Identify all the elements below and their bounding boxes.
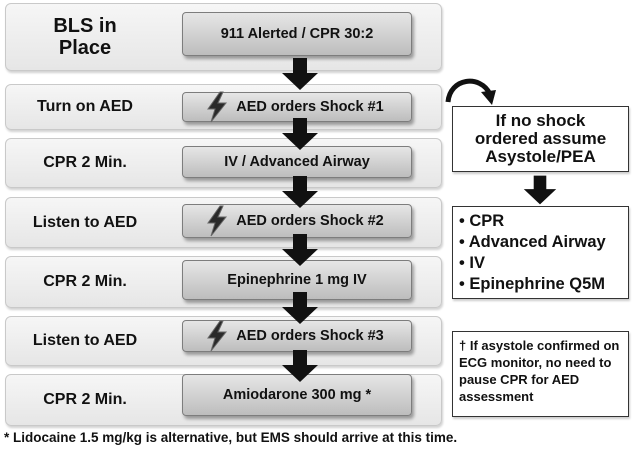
- no-shock-line: ordered assume: [474, 129, 607, 149]
- step-box-shock-1: AED orders Shock #1: [182, 91, 412, 123]
- down-arrow-icon: [523, 175, 557, 205]
- step-text: AED orders Shock #2: [236, 213, 384, 229]
- step-text: IV / Advanced Airway: [224, 154, 370, 170]
- down-arrow-icon: [282, 350, 318, 382]
- step-box-shock-3: AED orders Shock #3: [182, 320, 412, 352]
- step-text: 911 Alerted / CPR 30:2: [220, 26, 374, 42]
- down-arrow-icon: [282, 176, 318, 208]
- step-box-shock-2: AED orders Shock #2: [182, 204, 412, 238]
- no-shock-line: If no shock: [495, 111, 586, 131]
- stage-label-cpr-1: CPR 2 Min.: [43, 154, 127, 172]
- step-text: AED orders Shock #3: [236, 328, 384, 344]
- asystole-action-list: • CPR • Advanced Airway • IV • Epinephri…: [452, 206, 629, 299]
- step-box-911: 911 Alerted / CPR 30:2: [182, 12, 412, 56]
- list-item: • Epinephrine Q5M: [459, 275, 606, 293]
- list-item: • Advanced Airway: [459, 233, 606, 251]
- asystole-note: † If asystole confirmed on ECG monitor, …: [452, 331, 629, 417]
- stage-label-listen-2: Listen to AED: [32, 332, 138, 350]
- step-text: AED orders Shock #1: [236, 99, 384, 115]
- down-arrow-icon: [282, 58, 318, 90]
- down-arrow-icon: [282, 234, 318, 266]
- list-item: • IV: [459, 254, 485, 272]
- lightning-bolt-icon: [207, 320, 228, 352]
- stage-label-line: Place: [58, 37, 112, 59]
- footnote: * Lidocaine 1.5 mg/kg is alternative, bu…: [4, 430, 458, 445]
- stage-label-cpr-2: CPR 2 Min.: [43, 273, 127, 291]
- stage-label-line: BLS in: [53, 15, 117, 37]
- step-box-iv-airway: IV / Advanced Airway: [182, 146, 412, 178]
- no-shock-line: Asystole/PEA: [485, 146, 596, 166]
- down-arrow-icon: [282, 292, 318, 324]
- list-item: • CPR: [459, 212, 505, 230]
- stage-label-cpr-3: CPR 2 Min.: [43, 391, 127, 409]
- stage-label-bls: BLS in Place: [5, 3, 165, 71]
- lightning-bolt-icon: [207, 91, 228, 123]
- step-text: Epinephrine 1 mg IV: [227, 272, 367, 288]
- stage-label-turn-on-aed: Turn on AED: [37, 98, 133, 116]
- stage-label-listen-1: Listen to AED: [32, 213, 138, 231]
- no-shock-box: If no shock ordered assume Asystole/PEA: [452, 106, 629, 172]
- step-text: Amiodarone 300 mg *: [222, 387, 372, 403]
- curved-arrow-icon: [445, 78, 496, 105]
- down-arrow-icon: [282, 118, 318, 150]
- lightning-bolt-icon: [207, 205, 228, 237]
